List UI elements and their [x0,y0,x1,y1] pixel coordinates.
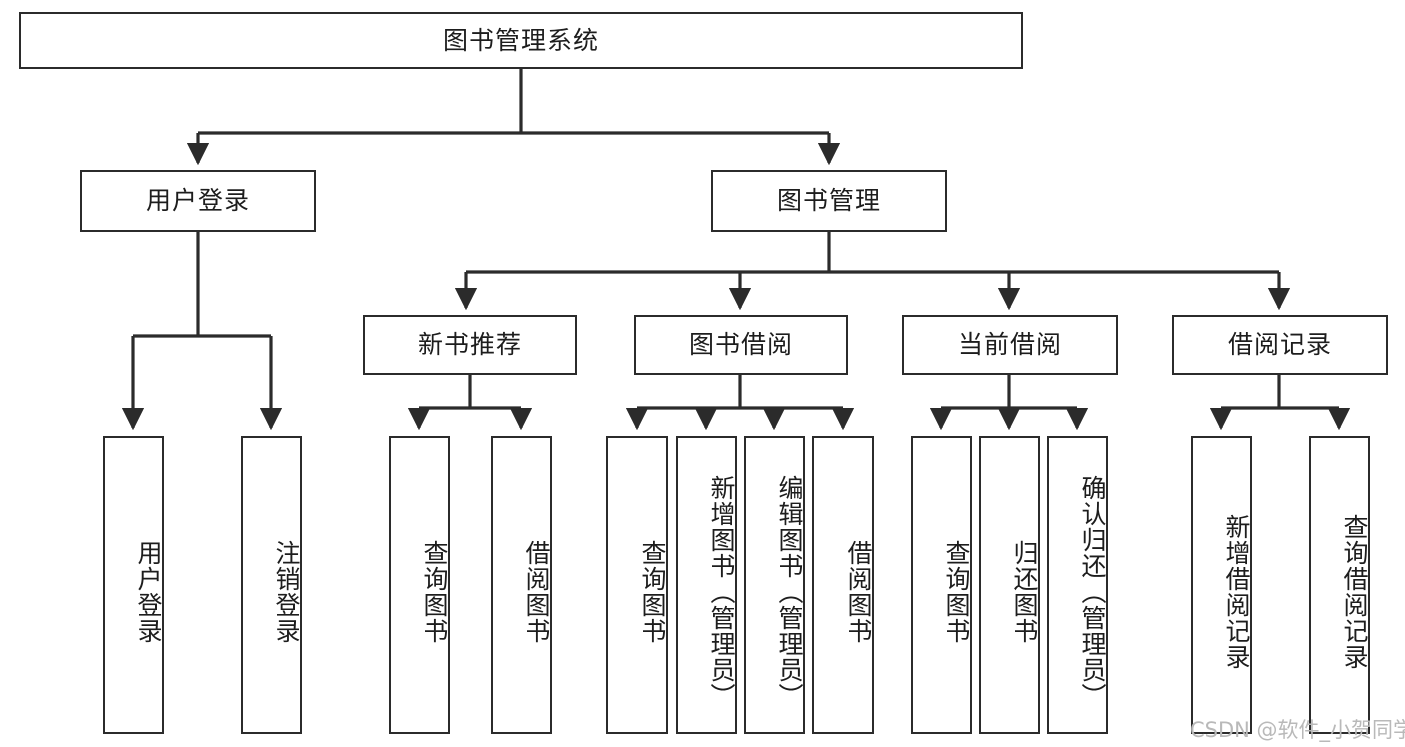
leaf-label: 借阅图书 [522,540,551,644]
watermark: CSDN @软件_小贺同学 [1190,718,1405,742]
node-root-label: 图书管理系统 [442,25,599,55]
node-borrow-record-label: 借阅记录 [1227,330,1332,360]
leaf-borrow-record-1[interactable]: 新增借阅记录 [1191,436,1252,734]
leaf-label: 归还图书 [1010,540,1039,644]
leaf-label: 查询图书 [942,540,971,644]
leaf-borrow-1[interactable]: 查询图书 [606,436,668,734]
leaf-new-book-1[interactable]: 查询图书 [389,436,450,734]
node-new-book[interactable]: 新书推荐 [363,315,577,375]
leaf-label: 编辑图书（管理员） [775,475,804,709]
leaf-current-borrow-2[interactable]: 归还图书 [979,436,1040,734]
node-borrow-record[interactable]: 借阅记录 [1172,315,1388,375]
leaf-borrow-record-2[interactable]: 查询借阅记录 [1309,436,1370,734]
leaf-label: 查询图书 [420,540,449,644]
leaf-label: 新增图书（管理员） [707,475,736,709]
node-book-manage-label: 图书管理 [776,186,881,216]
node-user-login[interactable]: 用户登录 [80,170,316,232]
node-book-manage[interactable]: 图书管理 [711,170,947,232]
node-borrow-label: 图书借阅 [688,330,793,360]
leaf-label: 用户登录 [134,540,163,644]
leaf-borrow-3[interactable]: 编辑图书（管理员） [744,436,805,734]
leaf-label: 查询图书 [638,540,667,644]
leaf-label: 借阅图书 [844,540,873,644]
leaf-label: 新增借阅记录 [1222,514,1251,670]
node-user-login-label: 用户登录 [145,186,250,216]
leaf-user-login-1[interactable]: 用户登录 [103,436,164,734]
leaf-user-login-2[interactable]: 注销登录 [241,436,302,734]
leaf-borrow-2[interactable]: 新增图书（管理员） [676,436,737,734]
leaf-new-book-2[interactable]: 借阅图书 [491,436,552,734]
leaf-borrow-4[interactable]: 借阅图书 [812,436,874,734]
leaf-label: 确认归还（管理员） [1078,475,1107,709]
node-new-book-label: 新书推荐 [417,330,522,360]
node-current-borrow[interactable]: 当前借阅 [902,315,1118,375]
leaf-current-borrow-1[interactable]: 查询图书 [911,436,972,734]
node-borrow[interactable]: 图书借阅 [634,315,848,375]
node-root[interactable]: 图书管理系统 [19,12,1023,69]
leaf-label: 注销登录 [272,540,301,644]
leaf-label: 查询借阅记录 [1340,514,1369,670]
leaf-current-borrow-3[interactable]: 确认归还（管理员） [1047,436,1108,734]
node-current-borrow-label: 当前借阅 [957,330,1062,360]
